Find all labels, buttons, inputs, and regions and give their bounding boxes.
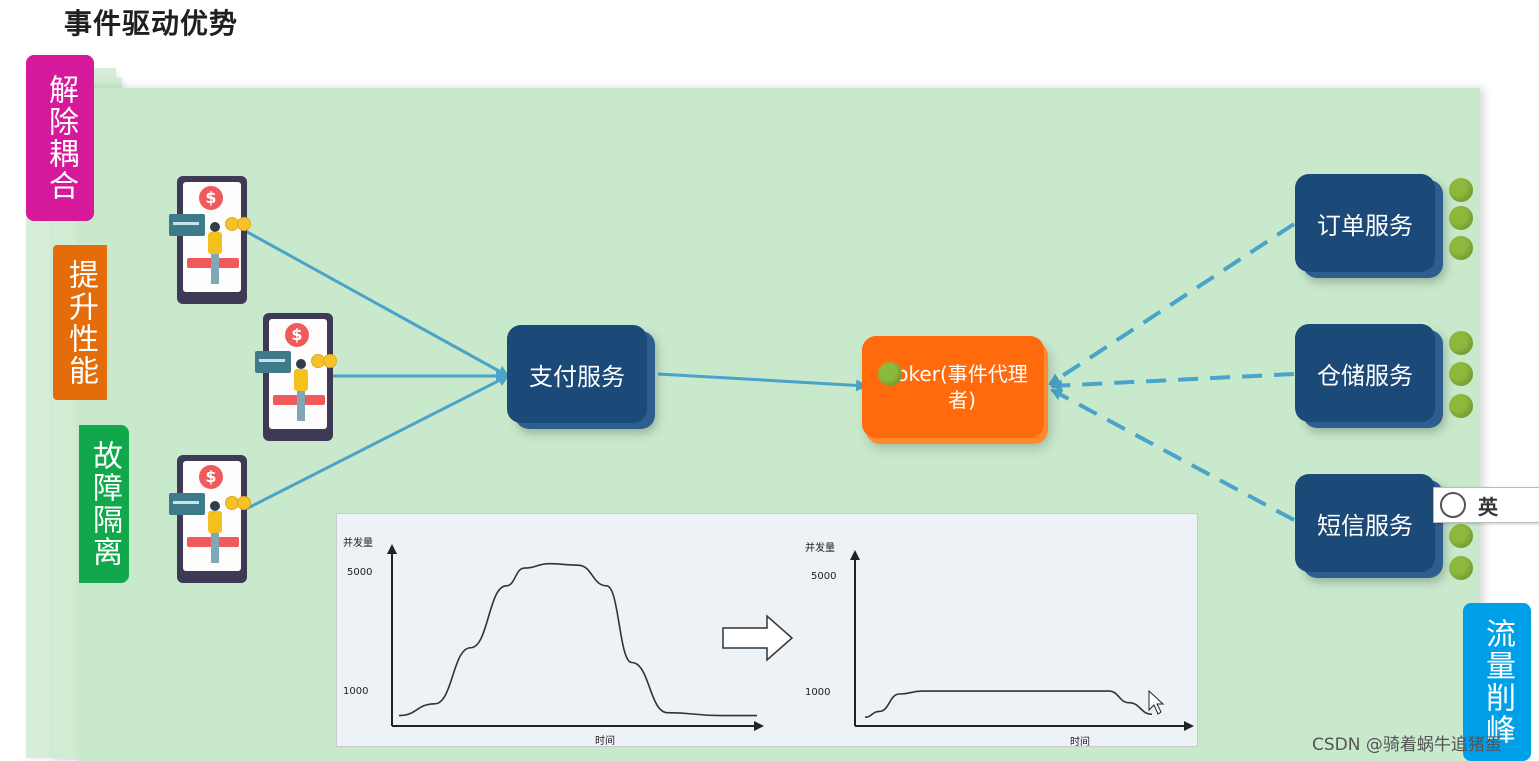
- mouse-cursor-icon: [1148, 689, 1165, 715]
- arrow-phone3-to-payment: [239, 374, 510, 514]
- broker-label: oker(事件代理者): [896, 362, 1028, 412]
- arrow-phone1-to-payment: [239, 226, 510, 378]
- phone-client-2: $: [255, 313, 337, 441]
- coins-icon: [311, 353, 337, 368]
- credit-card-icon: [169, 214, 205, 236]
- coins-icon: [225, 216, 251, 231]
- sms-service-node: 短信服务: [1295, 474, 1435, 572]
- ime-toolbar[interactable]: 英: [1433, 487, 1539, 523]
- order-service-node: 订单服务: [1295, 174, 1435, 272]
- chart2-ytick-low: 1000: [805, 687, 831, 698]
- ime-language-label[interactable]: 英: [1478, 494, 1498, 519]
- order-connector-dot: [1449, 178, 1473, 202]
- label-performance: 提升性能: [53, 245, 107, 400]
- storage-service-node: 仓储服务: [1295, 324, 1435, 422]
- chart2-ytick-high: 5000: [811, 571, 837, 582]
- chart1-ytick-low: 1000: [343, 686, 369, 697]
- dollar-icon: $: [285, 323, 309, 347]
- watermark-text: CSDN @骑着蜗牛追猪蛋: [1312, 735, 1502, 755]
- label-traffic-shaping: 流量削峰: [1463, 603, 1531, 761]
- label-decouple: 解除耦合: [26, 55, 94, 221]
- arrow-payment-to-broker: [657, 372, 868, 392]
- chart2-ylabel: 并发量: [805, 543, 835, 554]
- storage-connector-dot: [1449, 362, 1473, 386]
- traffic-shaping-chart-panel: 并发量 5000 1000 时间 并发量 5000 1000 时间: [336, 513, 1198, 748]
- dollar-icon: $: [199, 186, 223, 210]
- chart1-ylabel: 并发量: [343, 538, 373, 549]
- person-icon: [207, 501, 223, 563]
- person-icon: [293, 359, 309, 421]
- clock-icon[interactable]: [1440, 492, 1466, 518]
- page-title: 事件驱动优势: [64, 7, 239, 40]
- arrow-storage-to-broker: [1050, 372, 1295, 392]
- sms-connector-dot: [1449, 524, 1473, 548]
- credit-card-icon: [255, 351, 291, 373]
- chart2-xlabel: 时间: [1070, 737, 1090, 748]
- storage-connector-dot: [1449, 331, 1473, 355]
- payment-service-node: 支付服务: [507, 325, 647, 423]
- arrow-sms-to-broker: [1050, 388, 1295, 522]
- order-connector-dot: [1449, 236, 1473, 260]
- charts-svg: [387, 544, 1194, 731]
- label-fault-isolation: 故障隔离: [79, 425, 129, 583]
- coins-icon: [225, 495, 251, 510]
- storage-connector-dot: [1449, 394, 1473, 418]
- order-connector-dot: [1449, 206, 1473, 230]
- event-broker-node: oker(事件代理者): [862, 336, 1044, 438]
- phone-client-1: $: [169, 176, 251, 304]
- broker-connector-dot: [878, 362, 902, 386]
- chart1-ytick-high: 5000: [347, 567, 373, 578]
- chart2-series-line: [864, 690, 1153, 718]
- person-icon: [207, 222, 223, 284]
- dollar-icon: $: [199, 465, 223, 489]
- chart1-xlabel: 时间: [595, 736, 615, 747]
- sms-connector-dot: [1449, 556, 1473, 580]
- credit-card-icon: [169, 493, 205, 515]
- arrow-order-to-broker: [1048, 222, 1296, 386]
- phone-client-3: $: [169, 455, 251, 583]
- chart1-series-line: [398, 562, 757, 717]
- transition-arrow-icon: [722, 614, 794, 662]
